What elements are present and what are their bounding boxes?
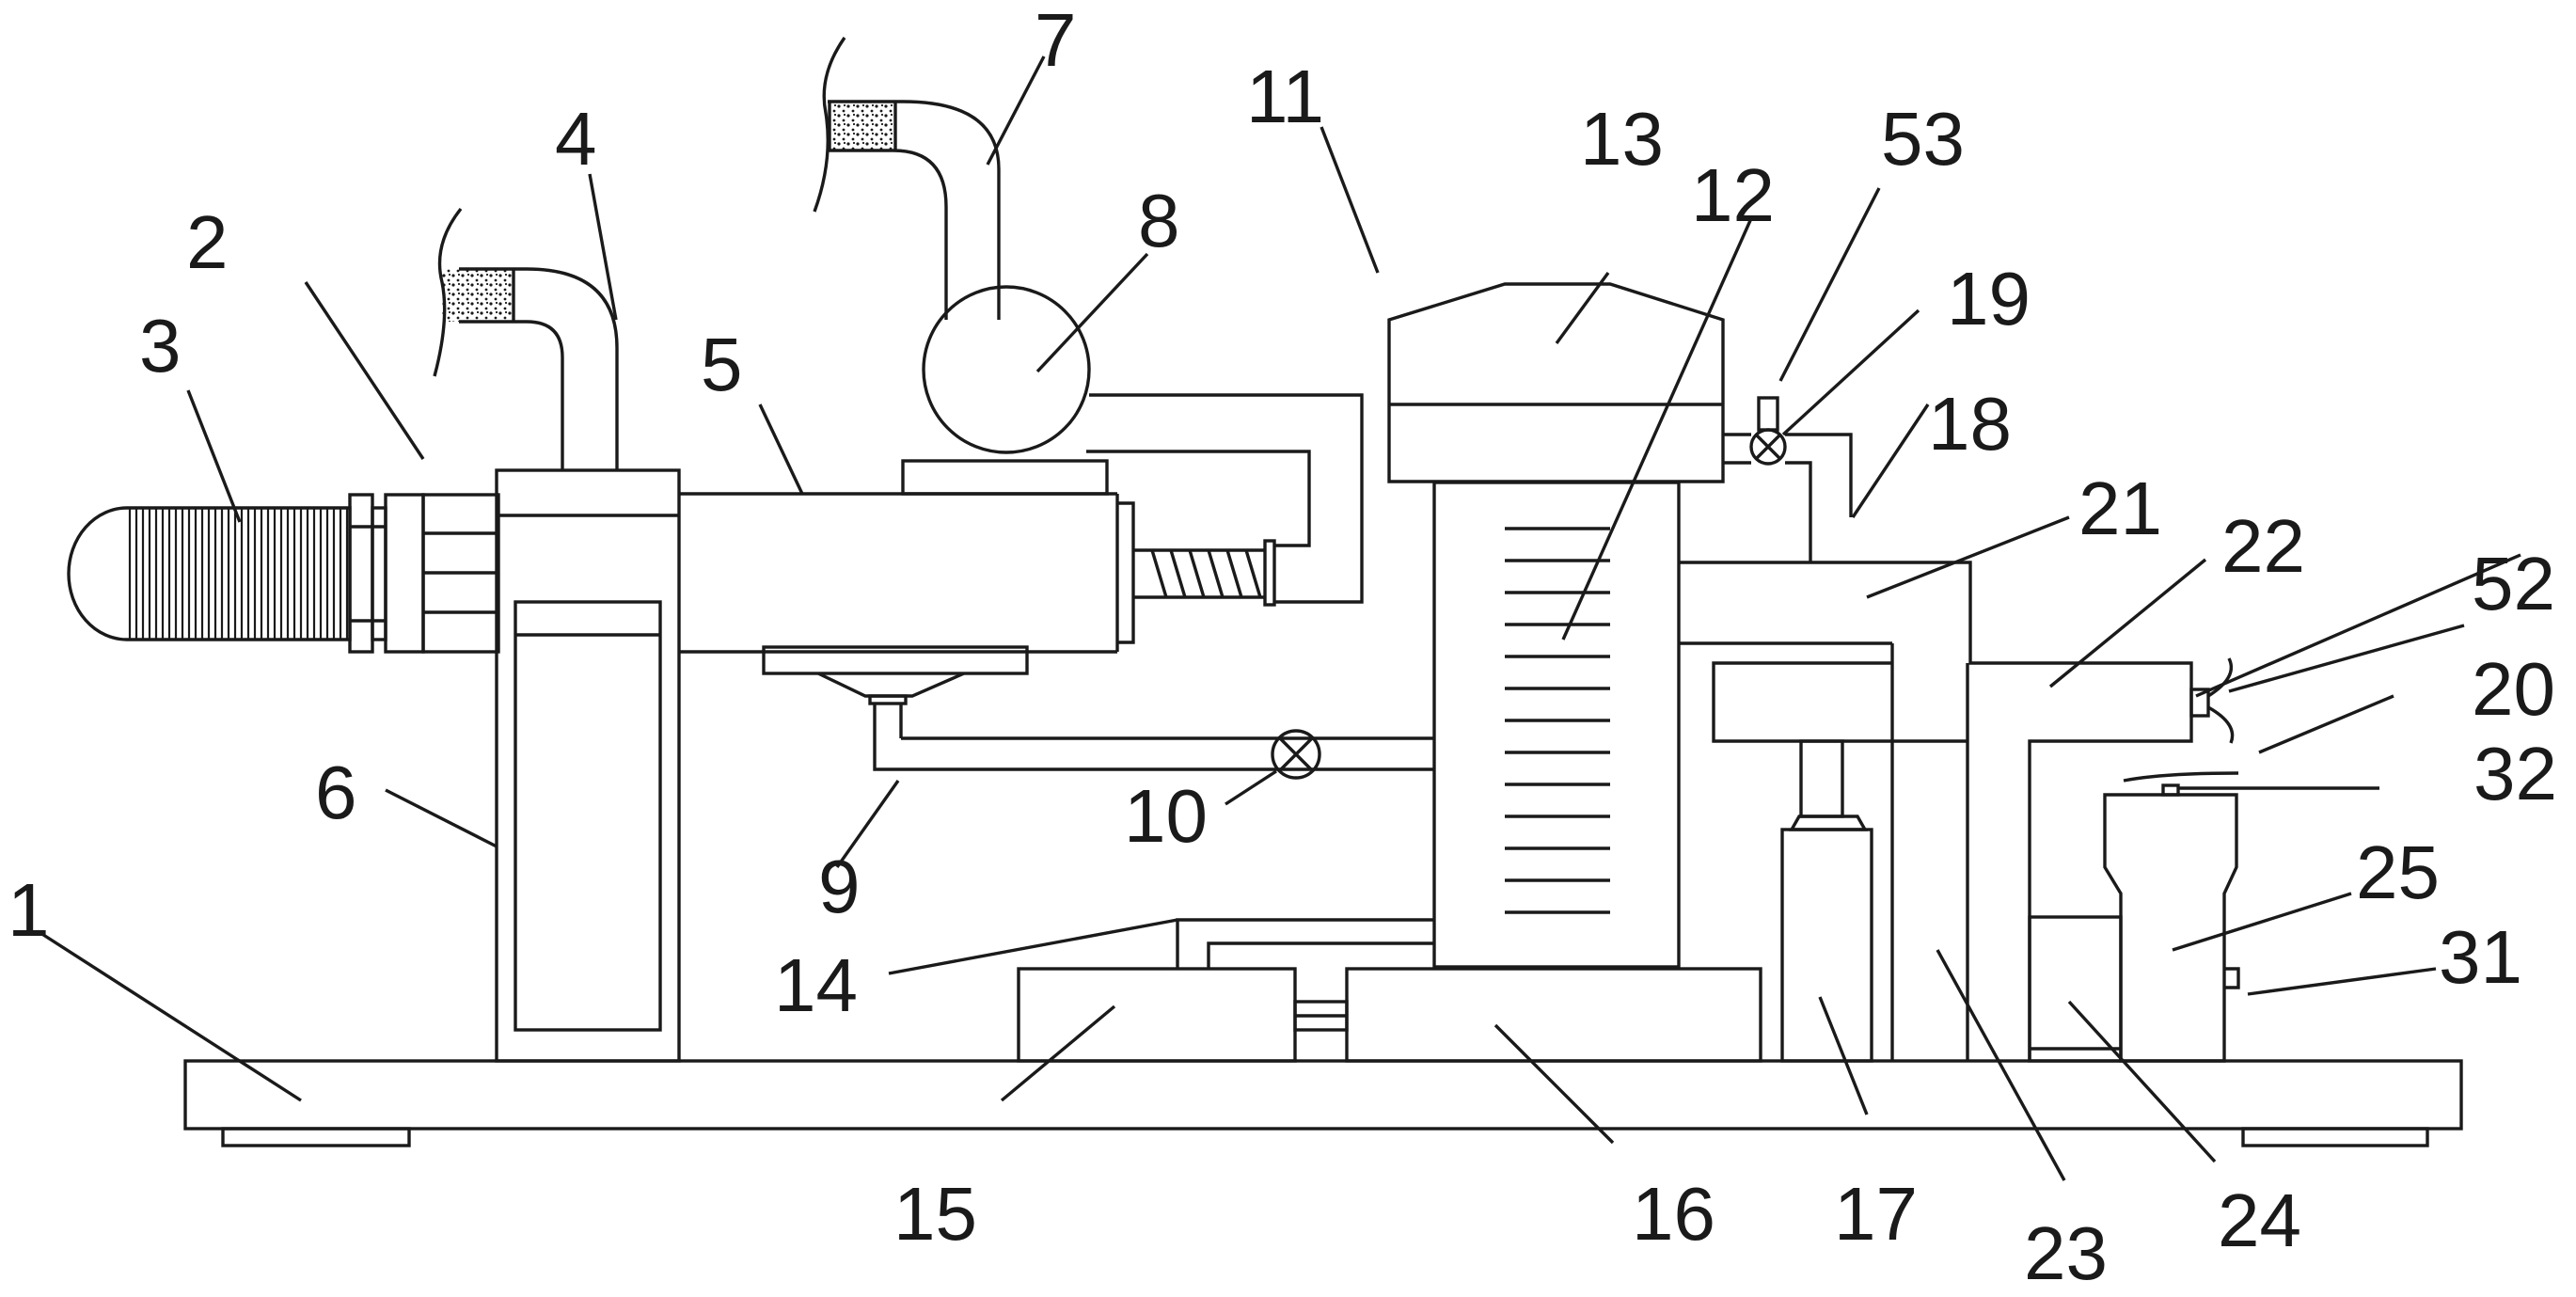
nozzle-wires bbox=[2123, 657, 2379, 790]
base-box bbox=[1345, 967, 1762, 1063]
label-12: 12 bbox=[1691, 153, 1775, 237]
spring bbox=[1133, 539, 1276, 607]
label-53: 53 bbox=[1881, 97, 1965, 181]
label-32: 32 bbox=[2473, 732, 2557, 815]
label-20: 20 bbox=[2472, 647, 2555, 731]
cylinder bbox=[1780, 739, 1873, 1063]
base-plate bbox=[183, 1059, 2463, 1147]
label-6: 6 bbox=[315, 751, 357, 834]
label-22: 22 bbox=[2221, 504, 2305, 588]
label-2: 2 bbox=[186, 200, 229, 284]
blower bbox=[922, 285, 1364, 604]
label-9: 9 bbox=[818, 845, 861, 928]
label-4: 4 bbox=[555, 97, 597, 181]
mold bbox=[2028, 783, 2240, 1063]
label-23: 23 bbox=[2024, 1211, 2108, 1295]
outlet-pipe bbox=[873, 729, 1434, 780]
label-11: 11 bbox=[1246, 55, 1324, 138]
label-21: 21 bbox=[2078, 467, 2162, 550]
tank-lid bbox=[1387, 282, 1725, 483]
connecting-pipe bbox=[1723, 396, 1853, 562]
label-18: 18 bbox=[1928, 382, 2012, 466]
support-frame bbox=[495, 468, 681, 1063]
label-10: 10 bbox=[1124, 774, 1208, 858]
leader-lines bbox=[37, 55, 2521, 1181]
label-15: 15 bbox=[893, 1172, 977, 1256]
motor bbox=[67, 493, 387, 654]
drain-pipe bbox=[1176, 918, 1434, 969]
label-24: 24 bbox=[2218, 1178, 2301, 1262]
label-8: 8 bbox=[1138, 179, 1180, 262]
coupling bbox=[384, 493, 500, 654]
label-16: 16 bbox=[1632, 1172, 1715, 1256]
label-5: 5 bbox=[701, 323, 743, 406]
label-52: 52 bbox=[2472, 542, 2555, 625]
label-25: 25 bbox=[2356, 830, 2440, 914]
label-13: 13 bbox=[1580, 97, 1664, 181]
label-3: 3 bbox=[139, 304, 182, 388]
feed-pipe bbox=[433, 207, 619, 470]
tank bbox=[1432, 481, 1681, 969]
label-31: 31 bbox=[2439, 915, 2522, 999]
extruder-barrel bbox=[679, 459, 1135, 752]
label-17: 17 bbox=[1834, 1172, 1918, 1256]
reference-labels: 1 2 3 4 5 6 7 8 9 10 11 12 13 14 15 16 1… bbox=[8, 0, 2557, 1295]
label-7: 7 bbox=[1035, 0, 1077, 82]
label-19: 19 bbox=[1947, 257, 2031, 340]
suction-pipe bbox=[813, 37, 1001, 320]
label-14: 14 bbox=[774, 943, 858, 1027]
label-1: 1 bbox=[8, 868, 50, 952]
press-frame bbox=[1679, 561, 2210, 1061]
